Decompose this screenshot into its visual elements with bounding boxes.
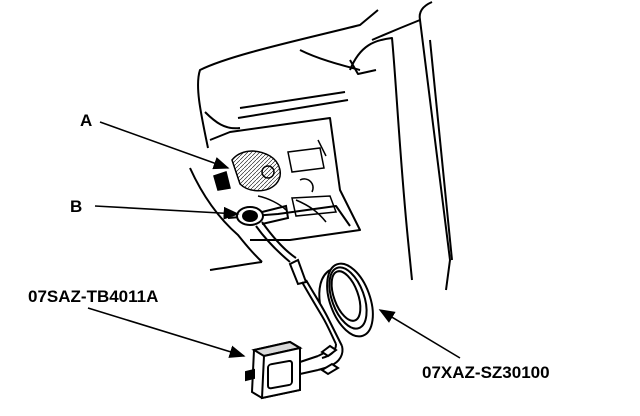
arrow-tb	[87, 307, 246, 358]
arrow-sz	[378, 309, 461, 359]
connector-cable	[255, 221, 343, 347]
arrow-a	[99, 121, 230, 170]
arrow-b	[94, 205, 240, 220]
dashboard-cavity-detail	[213, 139, 338, 223]
tool-tb-label: 07SAZ-TB4011A	[28, 287, 158, 306]
callout-b-label: B	[70, 197, 82, 216]
tester-box-icon	[245, 340, 340, 400]
dlc-connector-icon	[236, 204, 290, 226]
tool-sz-label: 07XAZ-SZ30100	[422, 363, 550, 382]
leader-arrows	[87, 121, 461, 359]
callout-a-label: A	[80, 111, 92, 130]
dashboard-panel-icon	[189, 1, 453, 291]
